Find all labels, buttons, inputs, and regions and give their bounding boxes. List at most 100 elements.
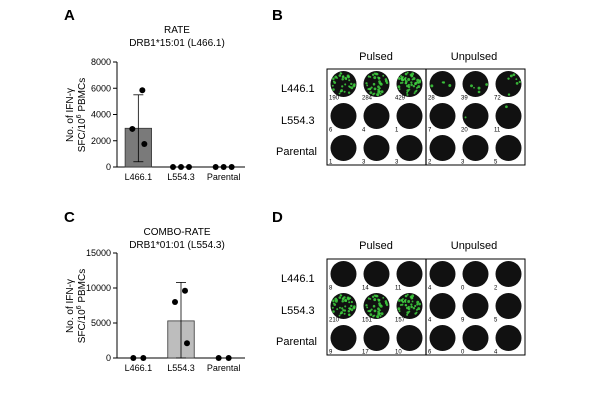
chart-c-subtitle: DRB1*01:01 (L554.3) — [129, 240, 225, 251]
grid-d-well-count: 4 — [428, 286, 432, 292]
grid-b-spot — [410, 81, 413, 84]
grid-d-spot — [398, 310, 401, 313]
grid-d-well — [495, 261, 522, 287]
grid-b-spot — [417, 82, 420, 84]
grid-b-well — [363, 135, 390, 161]
grid-d-spot — [373, 309, 377, 313]
grid-d-spot — [407, 305, 410, 308]
grid-b-well-count: 4 — [362, 128, 366, 134]
grid-d-spot — [378, 302, 381, 305]
grid-b-spot — [350, 86, 354, 90]
chart-c-data-point — [184, 340, 190, 347]
grid-d-spot — [407, 299, 411, 303]
grid-b-spot — [346, 74, 350, 78]
chart-c: COMBO-RATE DRB1*01:01 (L554.3) No. of IF… — [65, 227, 245, 373]
grid-d-well-count: 5 — [494, 318, 498, 324]
grid-b-well — [462, 135, 489, 161]
grid-b-spot — [353, 83, 356, 86]
grid-b-spot — [406, 91, 409, 94]
grid-d-spot — [410, 303, 413, 306]
grid-d-spot — [368, 310, 371, 313]
grid-b-well — [330, 135, 357, 161]
grid-d-well — [429, 261, 456, 287]
grid-b-spot — [373, 76, 377, 80]
grid-b-spot — [372, 82, 376, 86]
grid-d-spot — [342, 309, 345, 312]
grid-d-spot — [369, 313, 373, 317]
grid-b-spot — [332, 88, 335, 91]
grid-b-well — [330, 103, 357, 129]
grid-d-spot — [373, 298, 377, 302]
grid-b-spot — [399, 82, 402, 85]
chart-a-data-point — [170, 164, 176, 170]
grid-b-well — [429, 71, 456, 97]
grid-b-spot — [340, 72, 343, 75]
grid-b-spot — [398, 88, 401, 91]
grid-d-spot — [348, 307, 352, 310]
grid-b-spot — [350, 82, 353, 86]
grid-d-spot — [373, 314, 376, 317]
grid-d-spot — [412, 306, 416, 310]
grid-b-spot — [406, 93, 409, 96]
grid-d-spot — [404, 301, 407, 303]
grid-b-spot — [406, 71, 409, 74]
grid-d-spot — [404, 294, 408, 298]
grid-b-spot — [477, 90, 481, 94]
grid-d-well — [462, 261, 489, 287]
grid-d-spot — [384, 301, 388, 305]
grid-b-well — [396, 71, 423, 97]
grid-b-header-pulsed: Pulsed — [359, 51, 393, 63]
chart-a-y-tick-label: 6000 — [91, 83, 111, 93]
grid-b-well-count: 39 — [461, 96, 468, 102]
grid-d-well — [396, 261, 423, 287]
grid-b-well-count: 20 — [461, 128, 468, 134]
chart-c-x-tick-label: L554.3 — [167, 363, 195, 373]
chart-c-data-point — [215, 355, 222, 361]
grid-b-well — [429, 103, 456, 129]
grid-b-well-count: 6 — [329, 128, 333, 134]
grid-d-spot — [343, 296, 346, 299]
chart-a-x-tick-label: L554.3 — [167, 172, 195, 182]
grid-d-spot — [407, 307, 411, 311]
grid-b-spot — [344, 76, 348, 80]
grid-b-spot — [373, 92, 376, 95]
grid-d-spot — [397, 307, 401, 311]
grid-b-spot — [407, 83, 410, 86]
grid-b-spot — [409, 73, 413, 77]
grid-d-spot — [418, 302, 421, 306]
grid-b-spot — [430, 84, 434, 88]
grid-b-spot — [380, 90, 384, 94]
grid-b-spot — [413, 92, 416, 95]
chart-c-ylabel: No. of IFN-γ SFC/106 PBMCs — [65, 269, 88, 343]
grid-b-spot — [515, 82, 519, 85]
grid-b-spot — [505, 105, 508, 109]
grid-d-spot — [338, 296, 342, 299]
grid-b-spot — [341, 75, 345, 79]
grid-d-spot — [350, 308, 354, 312]
grid-d-spot — [378, 309, 381, 312]
grid-d-spot — [350, 300, 354, 304]
chart-a-x-tick-label: L466.1 — [125, 172, 153, 182]
grid-d-well-count: 0 — [461, 286, 465, 292]
grid-d-spot — [400, 299, 404, 302]
grid-d-spot — [344, 305, 347, 308]
grid-d-well-count: 9 — [461, 318, 465, 324]
grid-d-well-count: 4 — [428, 318, 432, 324]
grid-b-row-label: Parental — [276, 146, 317, 158]
grid-b-well — [396, 135, 423, 161]
chart-a-subtitle: DRB1*15:01 (L466.1) — [129, 38, 225, 49]
panel-label-a: A — [64, 7, 75, 24]
grid-d-header-pulsed: Pulsed — [359, 240, 393, 252]
grid-b-spot — [416, 78, 420, 82]
grid-b-well-count: 1 — [329, 160, 333, 166]
grid-b-spot — [515, 78, 518, 81]
chart-a-data-point — [220, 164, 227, 170]
grid-b-well-count: 28 — [428, 96, 435, 102]
chart-c-y-tick-label: 5000 — [91, 318, 111, 328]
chart-c-x-tick-label: L466.1 — [125, 363, 153, 373]
grid-d-spot — [416, 303, 419, 306]
grid-b-spot — [512, 73, 516, 77]
grid-b-well — [363, 103, 390, 129]
grid-d-row-label: L446.1 — [281, 273, 315, 285]
